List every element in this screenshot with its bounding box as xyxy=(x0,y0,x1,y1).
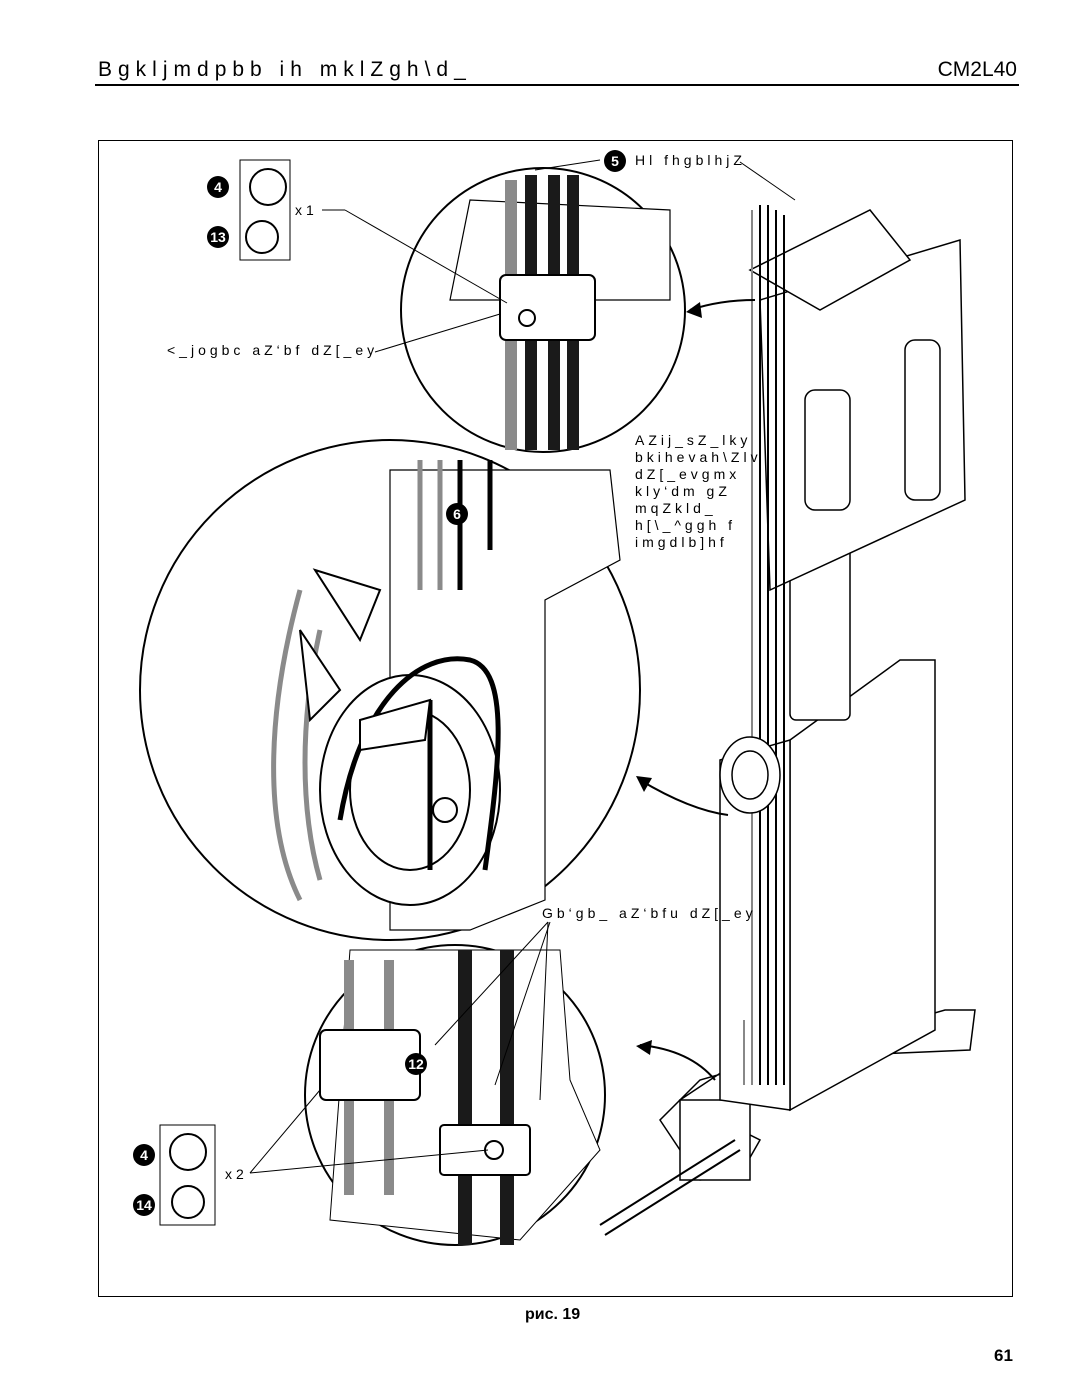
middle-detail xyxy=(139,439,641,941)
figure-caption: рис. 19 xyxy=(525,1306,581,1323)
quantity-x2-label: x2 xyxy=(225,1166,248,1182)
callout-12: 12 xyxy=(405,1053,427,1075)
middle-label-line-4: kly‘dm gZ xyxy=(635,483,731,499)
quantity-x1-label: x1 xyxy=(295,202,318,218)
left-label: <_jogbc aZ‘bf dZ[_ey xyxy=(167,342,379,358)
tool-icons xyxy=(159,159,291,1226)
callout-14: 14 xyxy=(133,1194,155,1216)
callout-6: 6 xyxy=(446,503,468,525)
middle-label-line-5: mqZkld_ xyxy=(635,500,717,516)
callout-13: 13 xyxy=(207,226,229,248)
figure-frame xyxy=(98,140,1013,1297)
header-rule xyxy=(95,84,1019,86)
callout-4-bottom: 4 xyxy=(133,1144,155,1166)
top-detail xyxy=(400,167,686,453)
middle-label-line-3: dZ[_evgmx xyxy=(635,466,741,482)
header-model: CM2L40 xyxy=(937,58,1017,81)
middle-label-line-7: imgdlb]hf xyxy=(635,534,728,550)
callout-5: 5 xyxy=(604,150,626,172)
middle-label-line-1: AZij_sZ_lky xyxy=(635,432,752,448)
page-number: 61 xyxy=(994,1346,1013,1365)
top-label: Hl fhgblhjZ xyxy=(635,152,746,168)
lower-label: Gb‘gb_ aZ‘bfu dZ[_ey xyxy=(542,905,757,921)
middle-label-line-6: h[\_^ggh f xyxy=(635,517,737,533)
header-title: Bgkljmdpbb ih mklZgh\d_ xyxy=(98,58,472,81)
callout-4-top: 4 xyxy=(207,176,229,198)
middle-label-line-2: bkihevah\Zlv xyxy=(635,449,762,465)
bottom-detail xyxy=(304,944,606,1246)
column-assembly xyxy=(659,209,976,1181)
column-reel xyxy=(719,736,781,814)
